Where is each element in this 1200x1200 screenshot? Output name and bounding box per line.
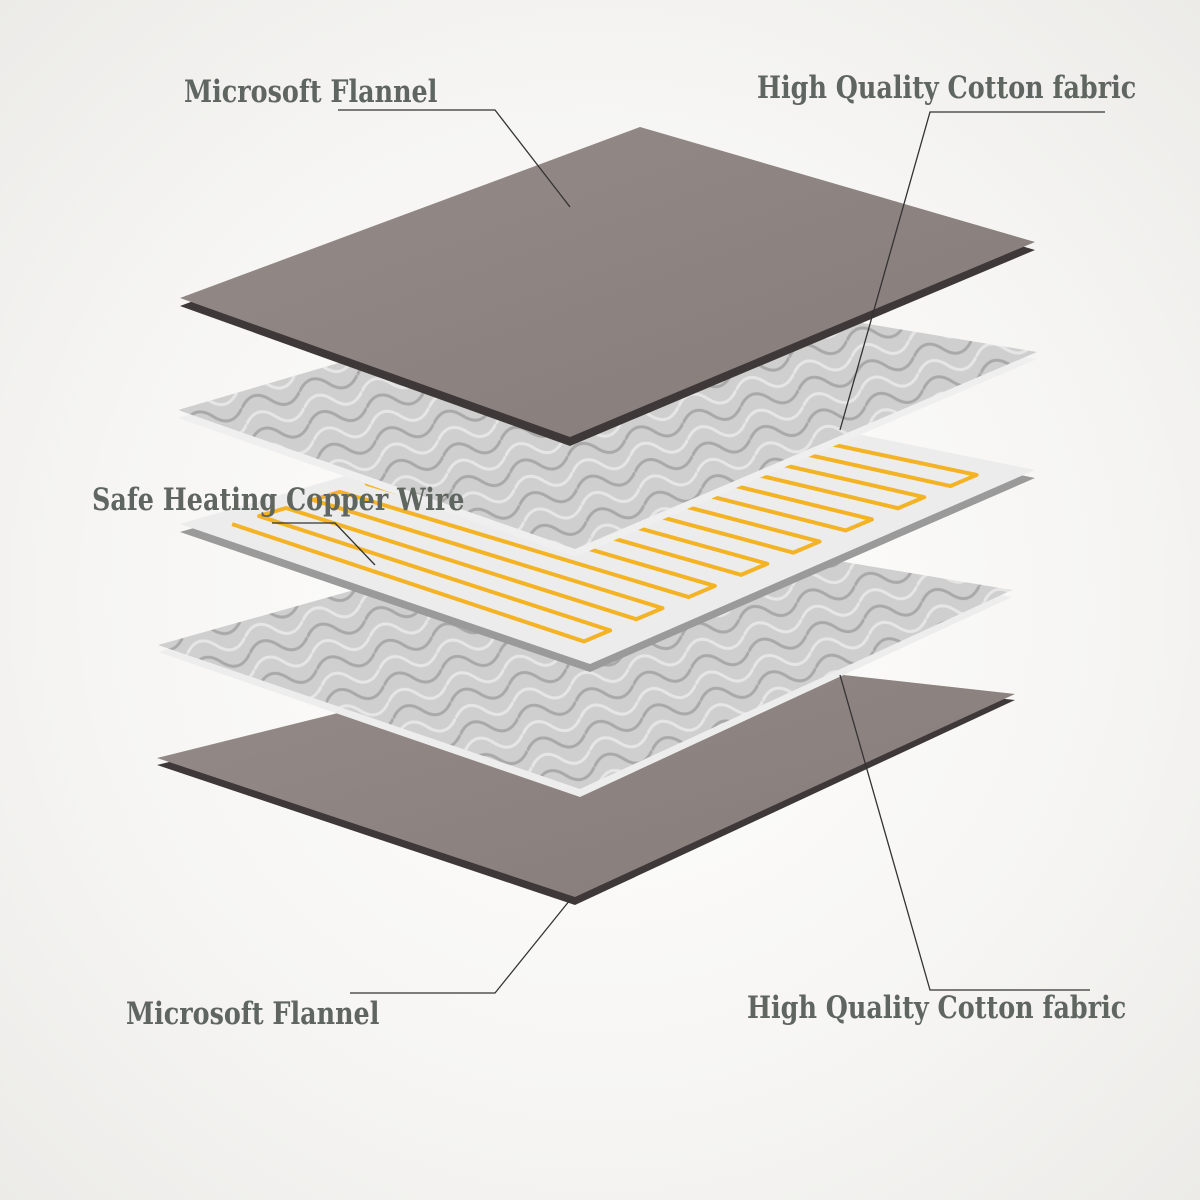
leader-lines (272, 109, 1105, 994)
label-bottom-cotton: High Quality Cotton fabric (747, 990, 1127, 1026)
label-top-flannel: Microsoft Flannel (184, 74, 438, 110)
label-bottom-flannel: Microsoft Flannel (126, 996, 380, 1032)
label-top-cotton: High Quality Cotton fabric (757, 70, 1137, 106)
top-flannel-layer (180, 127, 1035, 446)
label-copper-wire: Safe Heating Copper Wire (92, 482, 465, 518)
